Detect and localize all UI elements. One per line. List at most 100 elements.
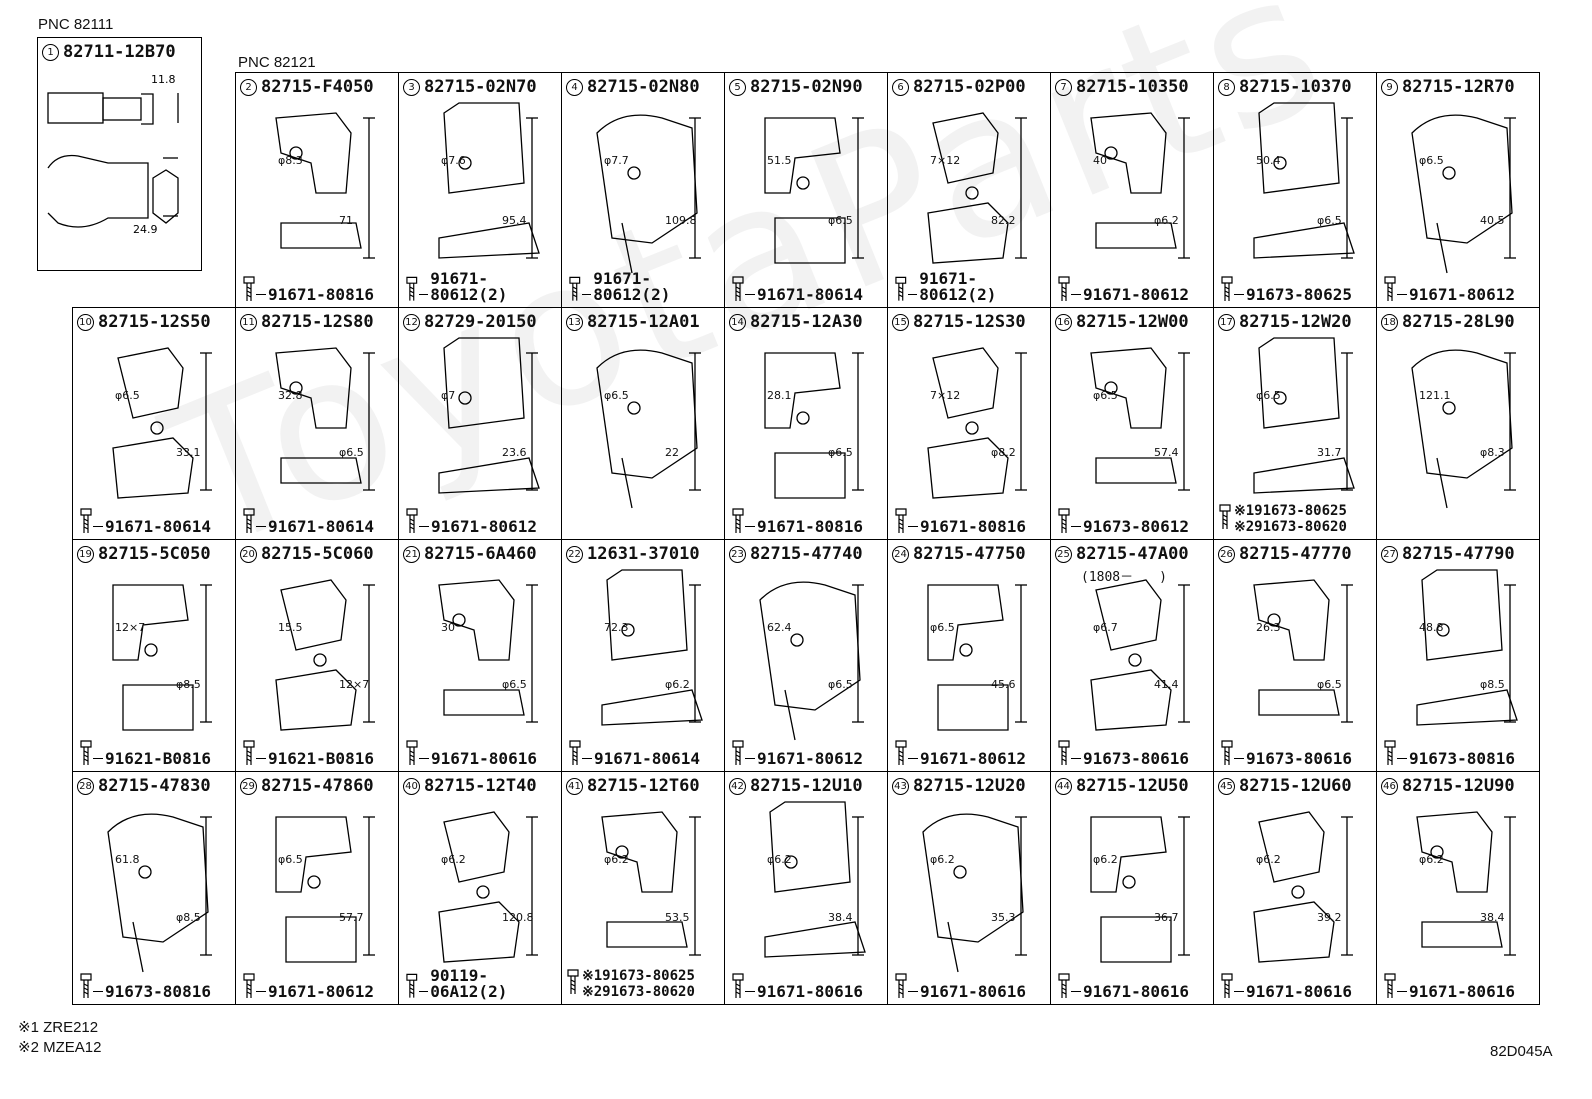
bracket-drawing <box>596 349 701 509</box>
item-number: 4 <box>566 78 583 96</box>
part-number: 82729-20150 <box>424 312 537 332</box>
pnc-label-top: PNC 82111 <box>38 16 114 33</box>
bracket-drawing <box>764 117 864 264</box>
item-number: 12 <box>403 313 420 331</box>
dimension-label: φ6.2 <box>441 853 466 866</box>
part-number: 82715-12A30 <box>750 312 863 332</box>
part-cell-top: 1 82711-12B70 11.8 24.9 <box>37 37 202 271</box>
part-number: 82715-28L90 <box>1402 312 1515 332</box>
bolt-part-number: 91671-80612 <box>920 749 1026 768</box>
part-number: 82715-47740 <box>750 544 863 564</box>
dimension-label: φ6.2 <box>930 853 955 866</box>
bracket-drawing <box>922 813 1027 973</box>
leader-line <box>418 294 429 295</box>
item-number: 45 <box>1218 777 1235 795</box>
bolt-icon <box>1384 973 1396 998</box>
dimension-label: φ6.5 <box>1093 389 1118 402</box>
dimension-label: 30 <box>441 621 455 634</box>
bolt-icon <box>1384 276 1396 301</box>
bracket-drawing <box>927 584 1027 731</box>
leader-line <box>256 526 266 527</box>
bolt-part-number: 90119-06A12(2) <box>430 966 508 1001</box>
variant-bolt: ※191673-80625 <box>582 968 695 984</box>
bracket-drawing <box>759 581 864 741</box>
part-number: 82715-12T60 <box>587 776 700 796</box>
dimension-label: 12×7 <box>115 621 146 634</box>
bolt-icon <box>80 973 92 998</box>
item-number: 27 <box>1381 545 1398 563</box>
bolt-icon <box>1058 740 1070 765</box>
item-number: 44 <box>1055 777 1072 795</box>
bracket-drawing <box>438 579 538 723</box>
dimension-label: φ6.5 <box>1317 678 1342 691</box>
part-number: 82715-6A460 <box>424 544 537 564</box>
part-number: 82715-47830 <box>98 776 211 796</box>
bracket-drawing <box>1090 579 1190 731</box>
bolt-part-number: 91671-80816 <box>757 517 863 536</box>
bolt-part-number: 91671-80614 <box>757 285 863 304</box>
item-number: 26 <box>1218 545 1235 563</box>
bolt-part-number: 91671-80612 <box>757 749 863 768</box>
dimension-label: 57.7 <box>339 911 364 924</box>
bolt-callout: 91671-80616 <box>1057 972 1189 1000</box>
dimension-label: φ7.6 <box>441 154 466 167</box>
leader-line <box>1071 526 1081 527</box>
part-number: 82715-12U10 <box>750 776 863 796</box>
bracket-drawing <box>275 579 375 731</box>
part-number: 82715-12S30 <box>913 312 1026 332</box>
bolt-callout: 91671-80616 <box>894 972 1026 1000</box>
item-number: 3 <box>403 78 420 96</box>
bolt-part-number: 91673-80616 <box>1083 749 1189 768</box>
part-number: 82715-12U60 <box>1239 776 1352 796</box>
bolt-callout: 91673-80816 <box>79 972 211 1000</box>
bolt-icon <box>80 740 92 765</box>
item-number: 15 <box>892 313 909 331</box>
variant-bolt: ※191673-80625 <box>1234 503 1347 519</box>
leader-line <box>1397 758 1407 759</box>
part-number: 82715-02N70 <box>424 77 537 97</box>
dimension-label: φ6.2 <box>767 853 792 866</box>
leader-line <box>93 991 103 992</box>
bracket-drawing <box>1090 347 1190 491</box>
bolt-icon <box>1058 508 1070 533</box>
part-number: 82715-02P00 <box>913 77 1026 97</box>
bracket-drawing <box>438 811 538 963</box>
bolt-callout: 91671-80614 <box>568 739 700 767</box>
bolt-callout: 91673-80616 <box>1057 739 1189 767</box>
item-number: 5 <box>729 78 746 96</box>
bolt-part-number: 91671-80616 <box>920 982 1026 1001</box>
dimension-label: 24.9 <box>133 223 158 236</box>
bracket-drawing <box>927 347 1027 499</box>
bolt-icon <box>1219 504 1231 529</box>
bolt-icon <box>1384 740 1396 765</box>
dimension-label: φ6.5 <box>1419 154 1444 167</box>
dimension-label: 109.8 <box>665 214 697 227</box>
dimension-label: φ6.2 <box>1093 853 1118 866</box>
part-number: 12631-37010 <box>587 544 700 564</box>
